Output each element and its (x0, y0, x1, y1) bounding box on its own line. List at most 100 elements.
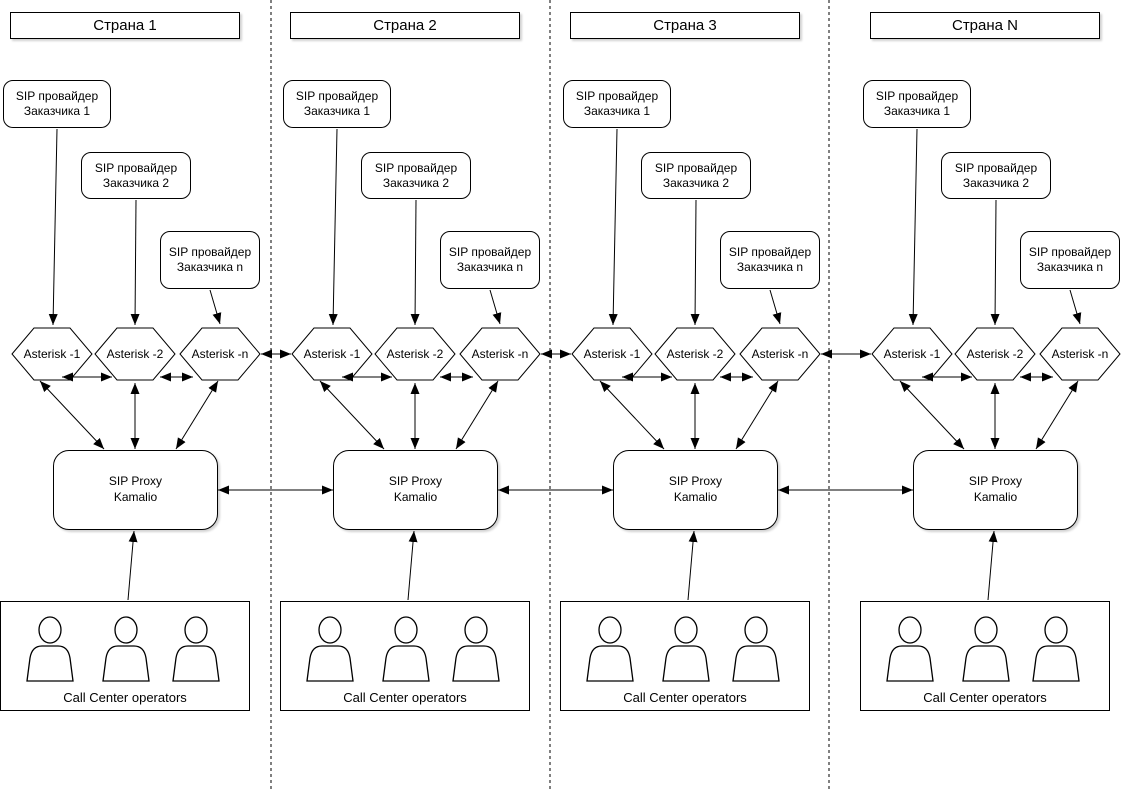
operator-body-icon (1032, 645, 1080, 682)
col1-country-title: Страна 1 (10, 12, 240, 39)
operator-head-icon (974, 616, 998, 644)
col1-callcenter-to-proxy-arrow (127, 530, 138, 601)
col4-providern-to-asteriskn-arrow (1069, 289, 1082, 325)
operator-head-icon (598, 616, 622, 644)
col4-operator-icon-2 (962, 616, 1010, 682)
col3-asteriskn-proxy-arrow (735, 380, 779, 450)
col2-sip-provider-n-node: SIP провайдер Заказчика n (440, 231, 540, 289)
operator-head-icon (318, 616, 342, 644)
col3-operator-icon-2 (662, 616, 710, 682)
col2-asterisk-n-label: Asterisk -n (471, 347, 529, 361)
col3-callcenter-to-proxy-arrow (687, 530, 698, 601)
col1-operators-graphic (26, 616, 220, 682)
col4-asterisk1-proxy-arrow (899, 380, 965, 450)
col3-asterisk1-proxy-arrow (599, 380, 665, 450)
col2-asterisk-n-hexagon (459, 327, 541, 381)
col3-operator-icon-1 (586, 616, 634, 682)
col3-country-title: Страна 3 (570, 12, 800, 39)
operator-body-icon (452, 645, 500, 682)
operator-head-icon (464, 616, 488, 644)
col3-sip-provider-1-node: SIP провайдер Заказчика 1 (563, 80, 671, 128)
col3-providern-to-asteriskn-arrow (769, 289, 782, 325)
col2-operator-icon-3 (452, 616, 500, 682)
col1-operator-icon-1 (26, 616, 74, 682)
operator-body-icon (382, 645, 430, 682)
col4-sip-provider-2-node: SIP провайдер Заказчика 2 (941, 152, 1051, 199)
col3-call-center-box: Call Center operators (560, 601, 810, 711)
col2-provider2-to-asterisk2-arrow (410, 199, 420, 326)
col1-asterisk-2-label: Asterisk -2 (106, 347, 164, 361)
col2-operator-icon-1 (306, 616, 354, 682)
col4-operator-icon-1 (886, 616, 934, 682)
col4-asterisk-2-hexagon (954, 327, 1036, 381)
col4-asterisk-n-hexagon (1039, 327, 1121, 381)
col1-asteriskn-proxy-arrow (175, 380, 219, 450)
col2-provider1-to-asterisk1-arrow (328, 128, 338, 326)
operator-head-icon (184, 616, 208, 644)
col3-asterisk-2-label: Asterisk -2 (666, 347, 724, 361)
col2-sip-provider-1-node: SIP провайдер Заказчика 1 (283, 80, 391, 128)
col2-asteriskn-proxy-arrow (455, 380, 499, 450)
col2-country-title: Страна 2 (290, 12, 520, 39)
col1-call-center-label: Call Center operators (63, 690, 187, 705)
col1-sip-provider-2-node: SIP провайдер Заказчика 2 (81, 152, 191, 199)
col1-operator-icon-3 (172, 616, 220, 682)
col1-provider2-to-asterisk2-arrow (130, 199, 140, 326)
operator-head-icon (744, 616, 768, 644)
operator-head-icon (38, 616, 62, 644)
col4-asteriskn-proxy-arrow (1035, 380, 1079, 450)
col2-operator-icon-2 (382, 616, 430, 682)
col3-asterisk-2-hexagon (654, 327, 736, 381)
col2-sip-proxy-node: SIP Proxy Kamalio (333, 450, 498, 530)
col2-asterisk1-proxy-arrow (319, 380, 385, 450)
operator-body-icon (102, 645, 150, 682)
col1-sip-proxy-node: SIP Proxy Kamalio (53, 450, 218, 530)
col1-provider1-to-asterisk1-arrow (48, 128, 58, 326)
col2-call-center-box: Call Center operators (280, 601, 530, 711)
col1-asterisk1-proxy-arrow (39, 380, 105, 450)
col4-asterisk-n-label: Asterisk -n (1051, 347, 1109, 361)
col4-sip-provider-1-node: SIP провайдер Заказчика 1 (863, 80, 971, 128)
col1-call-center-box: Call Center operators (0, 601, 250, 711)
col2-callcenter-to-proxy-arrow (407, 530, 418, 601)
operator-body-icon (886, 645, 934, 682)
col4-provider2-to-asterisk2-arrow (990, 199, 1000, 326)
col4-asterisk-1-label: Asterisk -1 (883, 347, 941, 361)
col4-callcenter-to-proxy-arrow (987, 530, 998, 601)
col4-asterisk-2-label: Asterisk -2 (966, 347, 1024, 361)
col1-asterisk-n-label: Asterisk -n (191, 347, 249, 361)
col1-asterisk-n-hexagon (179, 327, 261, 381)
operator-body-icon (732, 645, 780, 682)
col3-sip-proxy-node: SIP Proxy Kamalio (613, 450, 778, 530)
col2-asterisk-2-hexagon (374, 327, 456, 381)
col3-asterisk-n-label: Asterisk -n (751, 347, 809, 361)
col4-asterisk-1-hexagon (871, 327, 953, 381)
col4-call-center-label: Call Center operators (923, 690, 1047, 705)
col1-asterisk-2-hexagon (94, 327, 176, 381)
col4-country-title: Страна N (870, 12, 1100, 39)
col3-asterisk-1-hexagon (571, 327, 653, 381)
col4-provider1-to-asterisk1-arrow (908, 128, 918, 326)
operator-head-icon (114, 616, 138, 644)
operator-body-icon (26, 645, 74, 682)
col2-asterisk-2-label: Asterisk -2 (386, 347, 444, 361)
operator-body-icon (306, 645, 354, 682)
operator-body-icon (662, 645, 710, 682)
operator-head-icon (674, 616, 698, 644)
col1-sip-provider-1-node: SIP провайдер Заказчика 1 (3, 80, 111, 128)
col3-operators-graphic (586, 616, 780, 682)
col3-sip-provider-n-node: SIP провайдер Заказчика n (720, 231, 820, 289)
col3-call-center-label: Call Center operators (623, 690, 747, 705)
col2-asterisk-1-label: Asterisk -1 (303, 347, 361, 361)
col3-provider1-to-asterisk1-arrow (608, 128, 618, 326)
operator-head-icon (394, 616, 418, 644)
col4-operators-graphic (886, 616, 1080, 682)
col2-operators-graphic (306, 616, 500, 682)
col1-sip-provider-n-node: SIP провайдер Заказчика n (160, 231, 260, 289)
col1-asterisk-1-hexagon (11, 327, 93, 381)
col2-asterisk-1-hexagon (291, 327, 373, 381)
col3-provider2-to-asterisk2-arrow (690, 199, 700, 326)
operator-body-icon (586, 645, 634, 682)
